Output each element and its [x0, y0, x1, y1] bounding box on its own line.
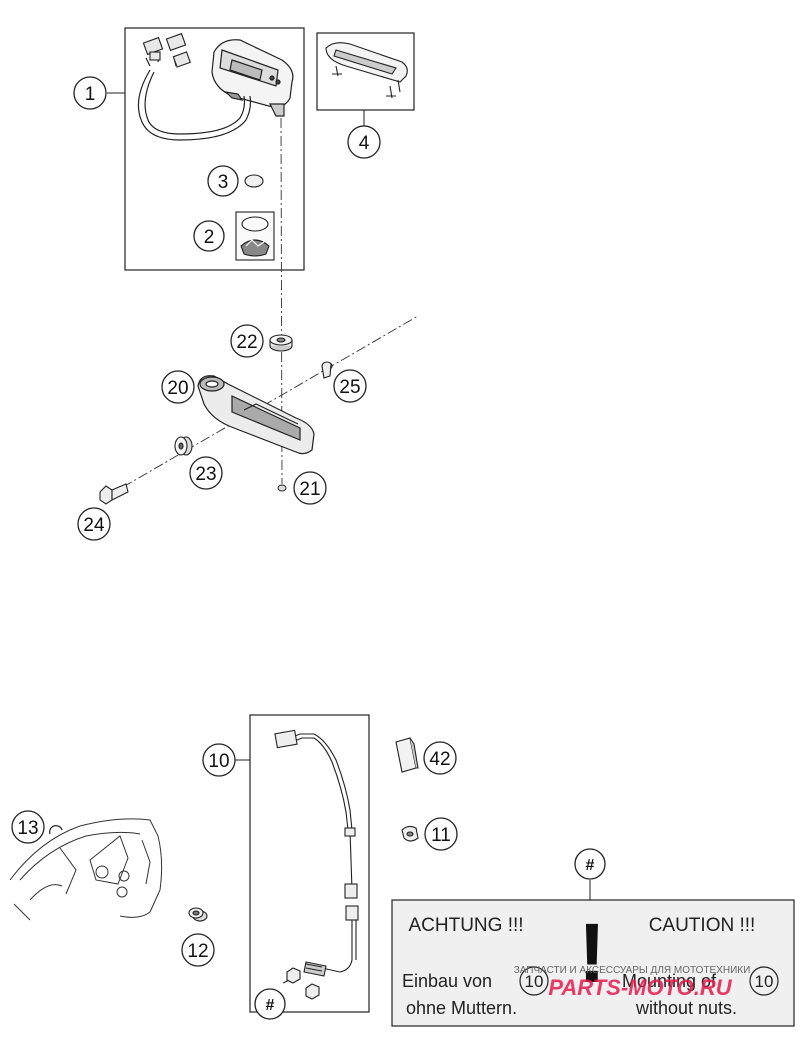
damper-bushing — [174, 436, 193, 456]
note-en-line1: Mounting of — [622, 971, 717, 991]
callout-4: 4 — [347, 125, 381, 159]
note-title-de: ACHTUNG !!! — [408, 915, 523, 936]
callout-11-label: 11 — [431, 825, 451, 846]
spacer-bushing — [188, 907, 208, 922]
wheel-speed-sensor-cable — [289, 733, 357, 973]
callout-2-label: 2 — [204, 227, 215, 248]
note-en-ref-circle — [749, 966, 779, 996]
callout-12-label: 12 — [187, 941, 208, 962]
warning-exclamation-icon: ! — [578, 906, 606, 1000]
speedometer-holder — [197, 375, 315, 455]
callout-3-label: 3 — [218, 172, 229, 193]
hash-callout-bottom: # — [254, 988, 286, 1020]
callout-2: 2 — [193, 220, 225, 252]
callout-23-label: 23 — [195, 464, 216, 485]
callout-20: 20 — [161, 370, 195, 404]
note-de-ref-circle — [519, 966, 549, 996]
speedometer-wiring — [137, 53, 252, 141]
sensor-nuts — [286, 967, 320, 1000]
callout-21-label: 21 — [299, 479, 320, 500]
callout-24: 24 — [77, 507, 111, 541]
assembly-axis-lines — [122, 117, 419, 488]
cap-disc — [244, 174, 264, 188]
hash-bottom-label: # — [266, 997, 275, 1014]
hash-callout-top: # — [574, 848, 606, 880]
hex-bolt — [99, 483, 129, 505]
note-de-line2: ohne Muttern. — [406, 998, 517, 1018]
hash-top-label: # — [586, 857, 595, 874]
cable-clip — [395, 737, 419, 773]
callout-12: 12 — [181, 933, 215, 967]
rubber-bushing — [269, 334, 293, 352]
watermark-line2: PARTS-MOTO.RU — [548, 975, 732, 1000]
callout-21: 21 — [293, 471, 327, 505]
callout-25: 25 — [333, 369, 367, 403]
caution-note: ACHTUNG !!! CAUTION !!! ! Einbau von 10 … — [391, 899, 795, 1027]
note-de-ref: 10 — [525, 972, 544, 991]
mounting-pin — [321, 361, 333, 379]
snap-ring — [49, 825, 63, 835]
callout-10-label: 10 — [208, 751, 229, 772]
speedometer-unit — [211, 39, 294, 117]
sensor-parts — [274, 729, 359, 977]
callout-3: 3 — [207, 165, 239, 197]
watermark: ЗАПЧАСТИ И АКСЕССУАРЫ ДЛЯ МОТОТЕХНИКИ PA… — [514, 965, 751, 1000]
callout-42: 42 — [423, 741, 457, 775]
callout-23: 23 — [189, 456, 223, 490]
leader-lines — [107, 92, 591, 984]
cable-clamp — [401, 825, 419, 842]
note-de-line1: Einbau von — [402, 971, 492, 991]
watermark-line1: ЗАПЧАСТИ И АКСЕССУАРЫ ДЛЯ МОТОТЕХНИКИ — [514, 965, 751, 976]
brake-disc-outline — [9, 818, 163, 921]
callout-42-label: 42 — [429, 749, 450, 770]
callout-4-label: 4 — [359, 133, 370, 154]
callout-1: 1 — [73, 76, 107, 110]
callout-13-label: 13 — [17, 818, 38, 839]
callout-20-label: 20 — [167, 378, 188, 399]
callouts: 1 2 3 4 22 20 25 23 — [11, 76, 606, 1020]
callout-24-label: 24 — [83, 515, 105, 536]
callout-10: 10 — [202, 743, 236, 777]
callout-13: 13 — [11, 810, 45, 844]
callout-22-label: 22 — [236, 332, 257, 353]
callout-22: 22 — [230, 324, 264, 358]
callout-1-label: 1 — [85, 84, 96, 105]
speedometer-group-box — [124, 27, 305, 271]
small-washer — [277, 484, 287, 492]
callout-11: 11 — [424, 817, 458, 851]
sensor-cable-box — [249, 714, 370, 1013]
note-en-ref: 10 — [755, 972, 774, 991]
note-en-line2: without nuts. — [635, 998, 737, 1018]
caution-note-box — [391, 899, 795, 1027]
callout-25-label: 25 — [339, 377, 360, 398]
wiring-connectors — [142, 32, 191, 68]
note-title-en: CAUTION !!! — [649, 915, 756, 936]
seal-kit — [235, 211, 275, 261]
display-unit-kit — [325, 42, 408, 99]
display-kit-box — [316, 32, 415, 111]
